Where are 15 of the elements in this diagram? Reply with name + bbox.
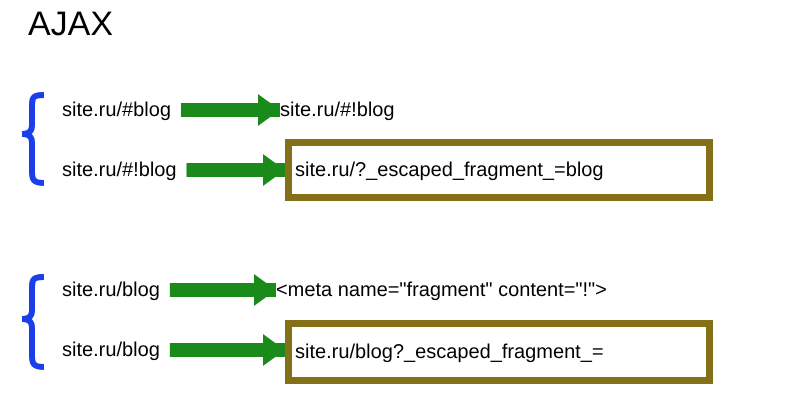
url-text: site.ru/?_escaped_fragment_=blog <box>295 158 604 183</box>
url-text: site.ru/#!blog <box>280 92 405 128</box>
url-text: site.ru/#!blog <box>62 152 187 188</box>
arrow <box>170 334 285 366</box>
arrow <box>170 274 276 306</box>
highlight-box <box>285 139 713 201</box>
arrow <box>186 154 285 186</box>
arrow <box>180 94 280 126</box>
highlight-box <box>285 320 713 384</box>
url-text: site.ru/blog?_escaped_fragment_= <box>295 340 604 365</box>
url-text: site.ru/blog <box>62 272 170 308</box>
url-text: site.ru/blog <box>62 332 170 368</box>
title: AJAX <box>28 4 114 45</box>
url-text: site.ru/#blog <box>62 92 181 128</box>
url-text: <meta name="fragment" content="!"> <box>276 272 617 308</box>
